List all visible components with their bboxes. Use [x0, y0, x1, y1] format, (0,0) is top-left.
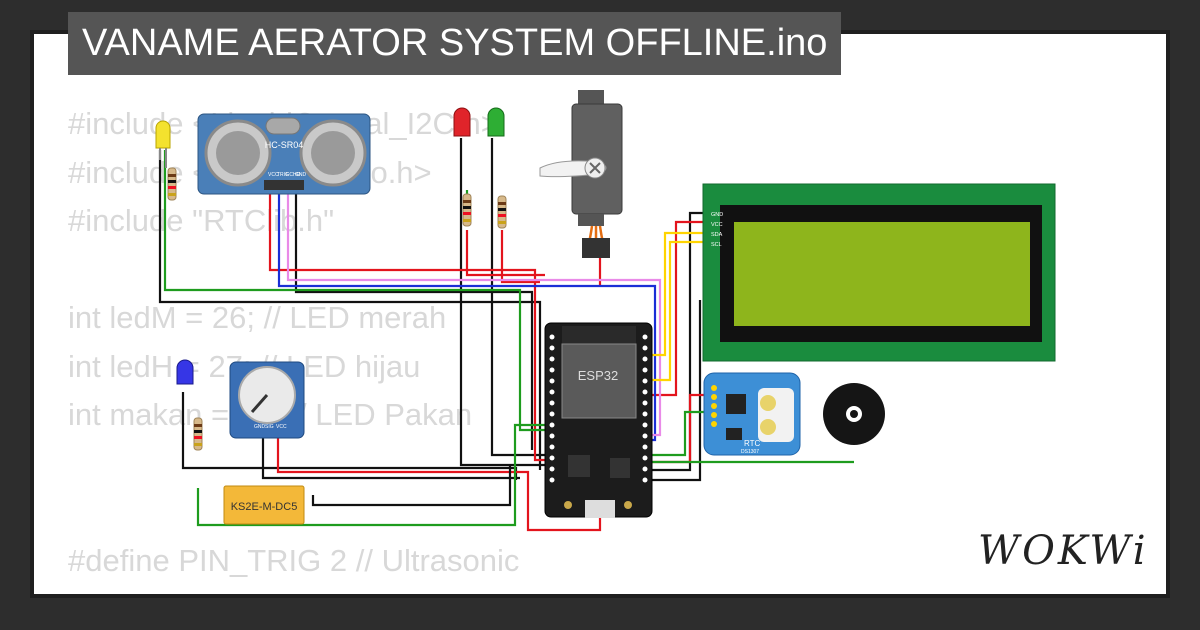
potentiometer: GND SIG VCC [229, 361, 305, 439]
relay-label: KS2E-M-DC5 [231, 501, 298, 513]
ultrasonic-pin-gnd: GND [295, 172, 307, 178]
lcd-pin-scl: SCL [711, 242, 722, 248]
yellow-led [155, 120, 171, 168]
lcd-pin-sda: SDA [711, 232, 723, 238]
lcd-pin-vcc: VCC [711, 222, 723, 228]
ultrasonic-sensor: HC-SR04 VCC TRIG ECHO GND [197, 113, 371, 195]
wires [158, 138, 854, 532]
green-led [487, 107, 505, 137]
buzzer [823, 383, 885, 445]
code-line: int ledM = 26; // LED merah [68, 300, 447, 335]
pot-pin-sig: SIG [265, 424, 274, 430]
rtc-chip-label: DS1307 [741, 449, 759, 455]
pot-pin-gnd: GND [254, 424, 266, 430]
lcd-pin-gnd: GND [711, 212, 723, 218]
lcd-display: GND VCC SDA SCL [702, 183, 1056, 362]
pot-pin-vcc: VCC [276, 424, 287, 430]
esp32-board: ESP32 [544, 322, 653, 518]
rtc-module: RTC DS1307 [703, 372, 801, 456]
ultrasonic-pin-vcc: VCC [268, 172, 279, 178]
code-line: #define PIN_ECHO 4 // Ultrasonic [68, 585, 668, 594]
red-led [453, 107, 471, 137]
wokwi-logo: WOKWi [978, 528, 1149, 574]
ultrasonic-pin-trig: TRIG [277, 172, 289, 178]
ultrasonic-pin-echo: ECHO [286, 172, 301, 178]
resistors [167, 167, 507, 451]
page-title: VANAME AERATOR SYSTEM OFFLINE.ino [68, 12, 842, 75]
servo-motor [539, 90, 623, 258]
esp32-label: ESP32 [578, 368, 618, 383]
ultrasonic-label: HC-SR04 [265, 140, 304, 150]
blue-led [176, 359, 194, 385]
code-line: #define PIN_TRIG 2 // Ultrasonic [68, 542, 520, 578]
rtc-label: RTC [744, 439, 761, 448]
relay-module: KS2E-M-DC5 [223, 485, 305, 525]
